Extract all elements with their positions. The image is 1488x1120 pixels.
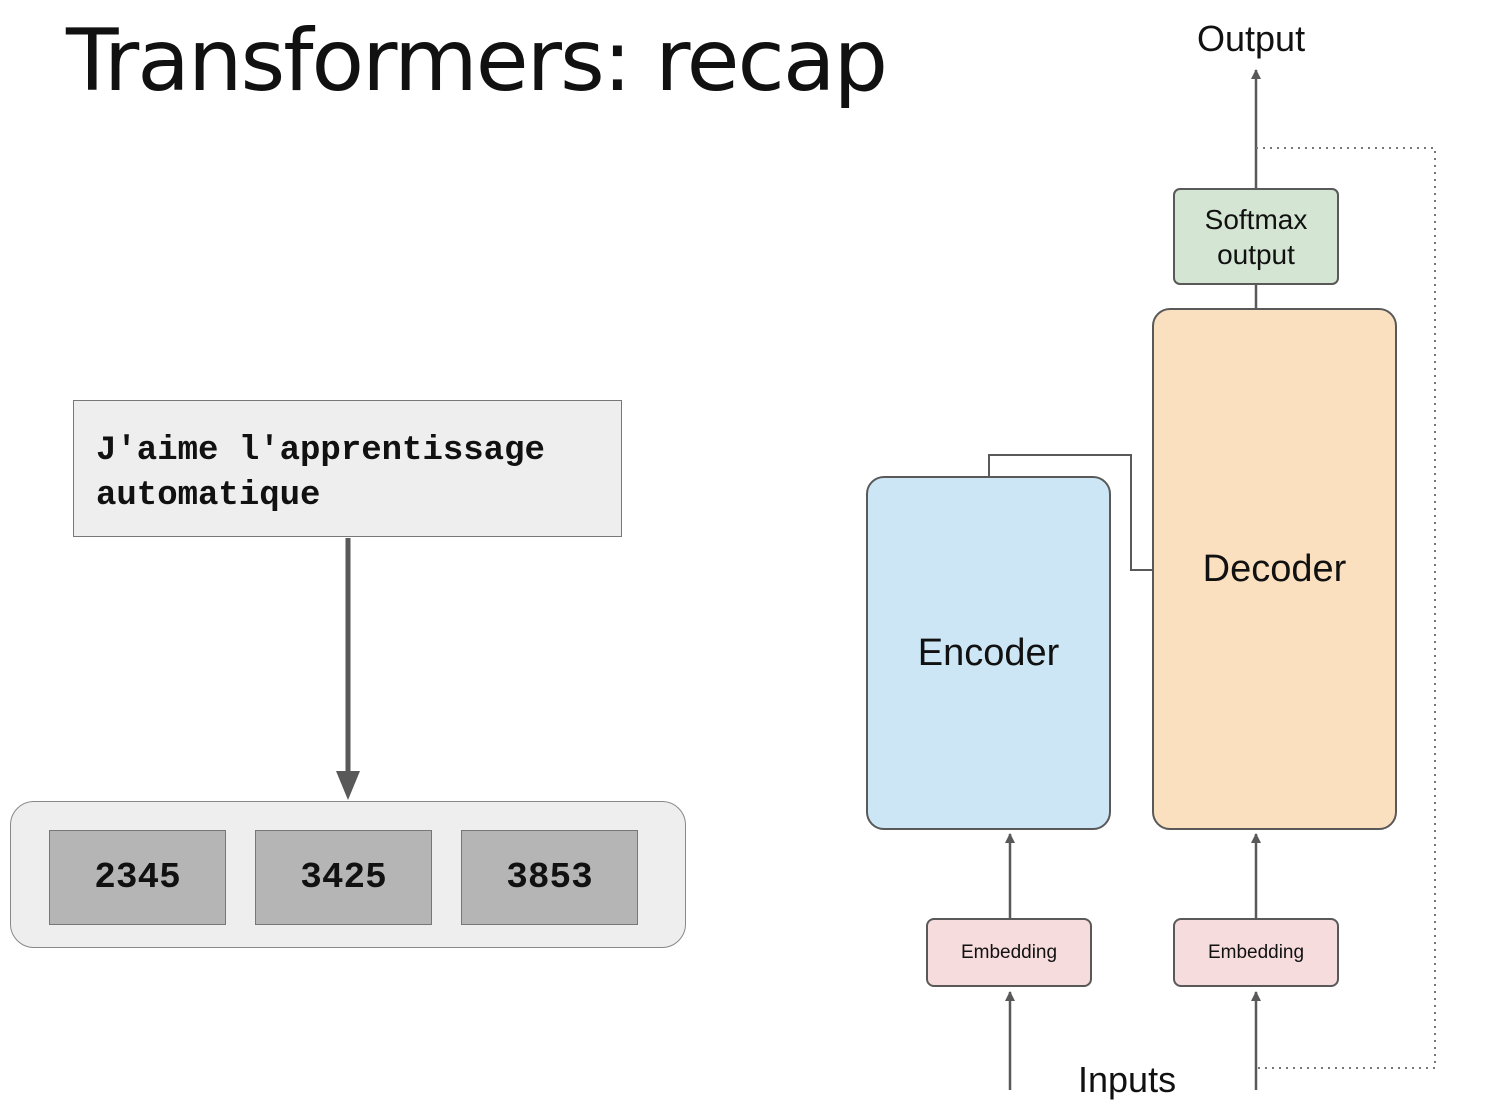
tokenize-arrowhead [336, 771, 360, 800]
softmax-label-line-1: Softmax [1204, 203, 1308, 235]
token-id-box: 3425 [255, 830, 432, 925]
token-id-box: 2345 [49, 830, 226, 925]
decoder-block: Decoder [1152, 308, 1397, 830]
token-id-box: 3853 [461, 830, 638, 925]
softmax-output-block: Softmax output [1173, 188, 1339, 285]
sentence-line-2: automatique [96, 477, 321, 515]
encoder-block: Encoder [866, 476, 1111, 830]
token-id-group: 2345 3425 3853 [10, 801, 686, 948]
feedback-loop-dotted [1256, 147, 1436, 1069]
page-title: Transformers: recap [66, 11, 888, 111]
input-sentence-box: J'aime l'apprentissage automatique [73, 400, 622, 537]
encoder-embedding-block: Embedding [926, 918, 1092, 987]
encoder-decoder-link [988, 454, 1152, 571]
decoder-embedding-block: Embedding [1173, 918, 1339, 987]
inputs-label: Inputs [1078, 1059, 1177, 1100]
output-label: Output [1197, 18, 1306, 59]
sentence-line-1: J'aime l'apprentissage [96, 432, 545, 470]
softmax-label-line-2: output [1217, 238, 1295, 270]
